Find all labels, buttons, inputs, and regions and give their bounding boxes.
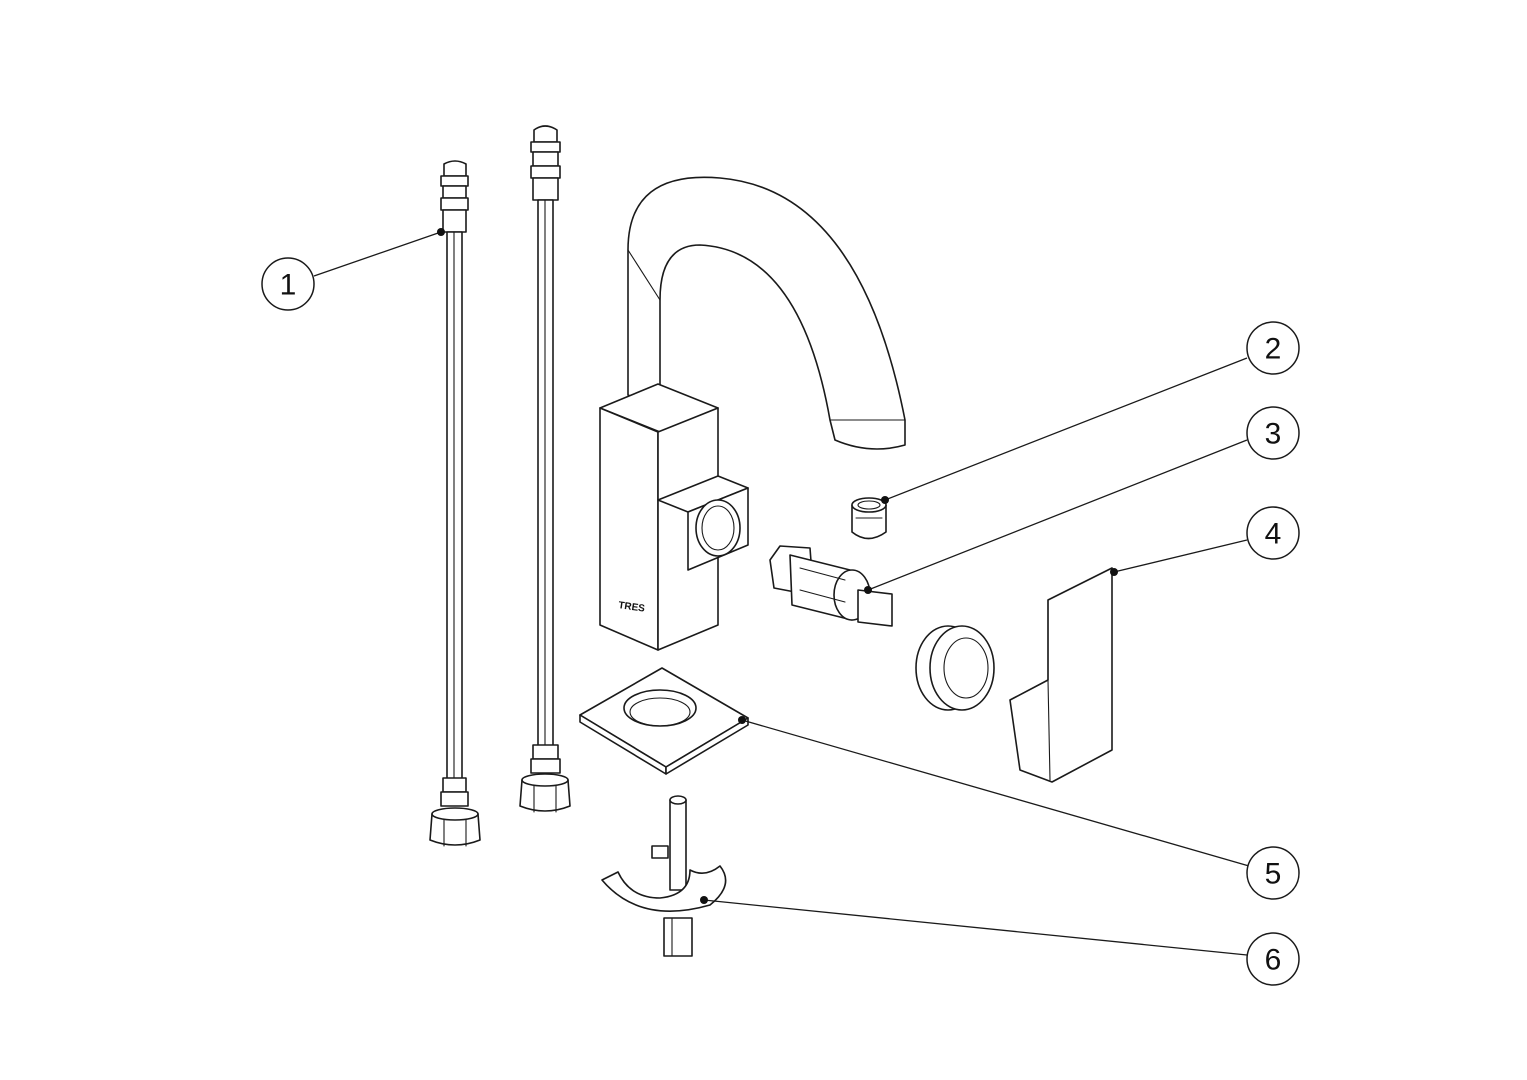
base-plate — [579, 667, 749, 775]
flexible-hose-left — [429, 160, 481, 847]
callout-2: 2 — [1246, 321, 1300, 375]
callout-label: 5 — [1265, 858, 1282, 891]
callout-5: 5 — [1246, 846, 1300, 900]
callout-label: 1 — [280, 269, 297, 302]
aerator — [851, 497, 887, 540]
mounting-bolt — [601, 795, 727, 957]
faucet-body: TRES — [599, 176, 906, 651]
callout-1: 1 — [261, 257, 315, 311]
callout-label: 2 — [1265, 333, 1282, 366]
flexible-hose-right — [519, 125, 571, 813]
callout-6: 6 — [1246, 932, 1300, 986]
lever-handle — [1009, 567, 1113, 783]
callout-label: 4 — [1265, 518, 1282, 551]
brand-mark: TRES — [618, 600, 646, 615]
callout-3: 3 — [1246, 406, 1300, 460]
locking-ring — [915, 625, 995, 711]
leader-lines — [313, 231, 1250, 956]
callout-label: 3 — [1265, 418, 1282, 451]
cartridge — [769, 545, 893, 627]
leader-dots — [437, 228, 1118, 904]
callout-4: 4 — [1246, 506, 1300, 560]
callout-label: 6 — [1265, 944, 1282, 977]
